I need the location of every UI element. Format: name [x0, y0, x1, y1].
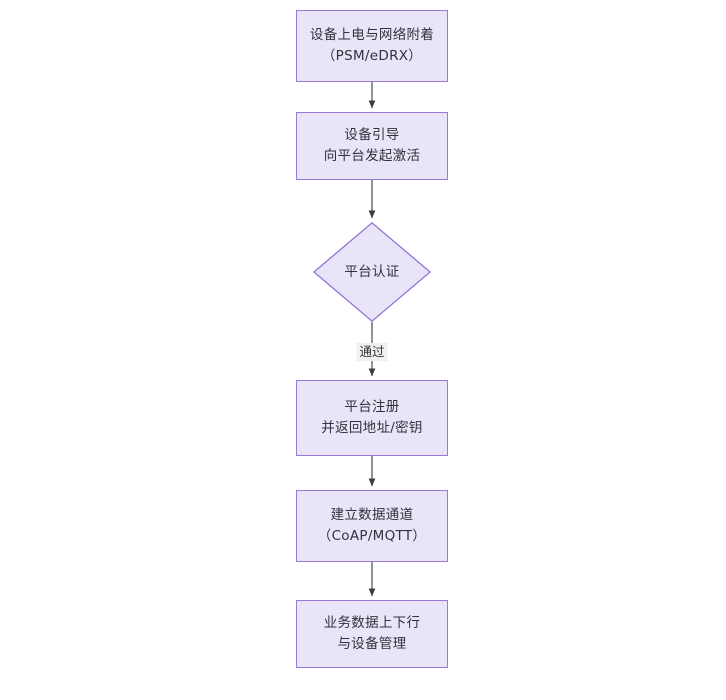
node-platform-auth-decision[interactable]: 平台认证	[313, 222, 431, 322]
node-device-bootstrap[interactable]: 设备引导 向平台发起激活	[296, 112, 448, 180]
node-label: 设备引导 向平台发起激活	[323, 127, 421, 164]
node-establish-data-channel[interactable]: 建立数据通道 （CoAP/MQTT）	[296, 490, 448, 562]
node-label: 建立数据通道 （CoAP/MQTT）	[317, 507, 427, 544]
node-label: 平台注册 并返回地址/密钥	[321, 399, 423, 436]
node-label: 平台认证	[344, 263, 400, 280]
node-label: 设备上电与网络附着 （PSM/eDRX）	[309, 27, 435, 64]
edge-label-pass: 通过	[356, 343, 388, 362]
node-device-power-on[interactable]: 设备上电与网络附着 （PSM/eDRX）	[296, 10, 448, 82]
node-business-data-and-device-management[interactable]: 业务数据上下行 与设备管理	[296, 600, 448, 668]
node-label: 业务数据上下行 与设备管理	[323, 615, 421, 652]
diamond-shape-icon	[313, 222, 431, 322]
node-platform-registration[interactable]: 平台注册 并返回地址/密钥	[296, 380, 448, 456]
